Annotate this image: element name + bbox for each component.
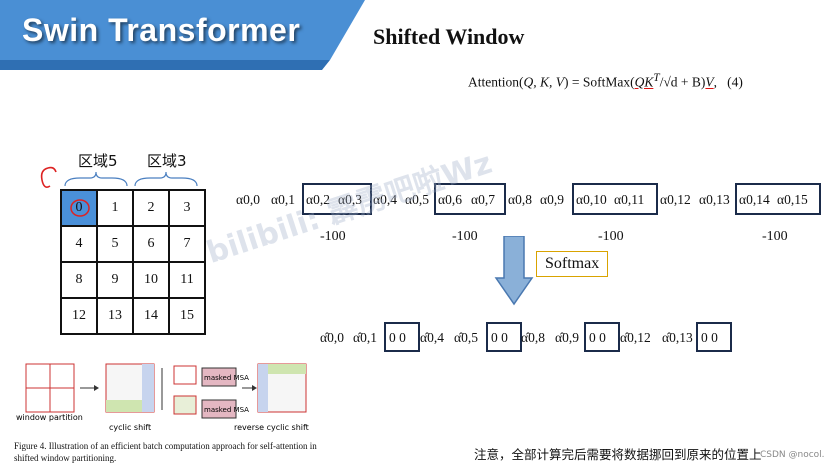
softmax-box: Softmax <box>536 251 609 277</box>
grid-cell: 7 <box>168 225 206 263</box>
alpha-0-15: α0,15 <box>777 192 808 207</box>
alpha-hat-0-5: α̂0,5 <box>454 330 478 345</box>
alpha-0-10: α0,10 <box>576 192 607 207</box>
grid-cell: 6 <box>132 225 170 263</box>
figure-label: window partition <box>16 413 83 422</box>
title-banner <box>0 0 365 70</box>
figure-label: reverse cyclic shift <box>234 423 309 432</box>
alpha-0-3: α0,3 <box>338 192 362 207</box>
alpha-0-14: α0,14 <box>739 192 770 207</box>
alpha-0-5: α0,5 <box>405 192 429 207</box>
alpha-hat-0-8: α̂0,8 <box>521 330 545 345</box>
down-arrow-icon <box>494 236 534 306</box>
masked-window-box <box>434 183 506 215</box>
grid-cell: 13 <box>96 297 134 335</box>
alpha-0-9: α0,9 <box>540 192 564 207</box>
zero-pair: 0 0 <box>491 330 508 345</box>
grid-cell: 4 <box>60 225 98 263</box>
penalty-value: -100 <box>452 229 478 244</box>
alpha-hat-0-12: α̂0,12 <box>620 330 651 345</box>
note-text: 注意，全部计算完后需要将数据挪回到原来的位置上 <box>474 447 762 462</box>
zero-box <box>486 322 522 352</box>
grid-cell: 11 <box>168 261 206 299</box>
token-grid: 0 1 2 3 4 5 6 7 8 9 10 11 12 13 14 15 <box>60 189 206 335</box>
alpha-0-7: α0,7 <box>471 192 495 207</box>
zero-box <box>696 322 732 352</box>
corner-watermark: CSDN @nocol. <box>760 450 825 460</box>
grid-cell: 2 <box>132 189 170 227</box>
zero-pair: 0 0 <box>589 330 606 345</box>
alpha-0-11: α0,11 <box>614 192 645 207</box>
alpha-0-6: α0,6 <box>438 192 462 207</box>
masked-window-box <box>735 183 821 215</box>
zero-pair: 0 0 <box>701 330 718 345</box>
figure-label: cyclic shift <box>109 423 151 432</box>
zero-pair: 0 0 <box>389 330 406 345</box>
alpha-0-1: α0,1 <box>271 192 295 207</box>
zero-box <box>584 322 620 352</box>
alpha-0-2: α0,2 <box>306 192 330 207</box>
red-annotation <box>40 166 57 188</box>
grid-cell: 5 <box>96 225 134 263</box>
shifted-window-figure: window partition cyclic shift masked MSA… <box>16 363 309 432</box>
grid-cell: 9 <box>96 261 134 299</box>
red-circle-annotation <box>70 199 90 217</box>
region-braces <box>64 171 198 187</box>
penalty-value: -100 <box>762 229 788 244</box>
grid-cell: 12 <box>60 297 98 335</box>
grid-cell: 14 <box>132 297 170 335</box>
figure-label: masked MSA <box>204 374 249 382</box>
alpha-0-4: α0,4 <box>373 192 397 207</box>
alpha-0-13: α0,13 <box>699 192 730 207</box>
zero-box <box>384 322 420 352</box>
slide-subtitle: Shifted Window <box>373 24 525 49</box>
masked-window-box <box>302 183 372 215</box>
attention-formula: Attention(Q, K, V) = SoftMax(QKT/√d + B)… <box>468 72 743 90</box>
alpha-hat-0-9: α̂0,9 <box>555 330 579 345</box>
penalty-value: -100 <box>320 229 346 244</box>
alpha-0-8: α0,8 <box>508 192 532 207</box>
grid-cell: 1 <box>96 189 134 227</box>
figure-caption: Figure 4. Illustration of an efficient b… <box>14 441 317 463</box>
alpha-0-12: α0,12 <box>660 192 691 207</box>
grid-cell: 10 <box>132 261 170 299</box>
alpha-hat-0-0: α̂0,0 <box>320 330 344 345</box>
alpha-hat-0-4: α̂0,4 <box>420 330 444 345</box>
region-3-label: 区域3 <box>147 152 187 170</box>
region-5-label: 区域5 <box>78 152 118 170</box>
figure-label: masked MSA <box>204 406 249 414</box>
slide-title: Swin Transformer <box>22 12 301 48</box>
grid-cell: 15 <box>168 297 206 335</box>
alpha-hat-0-13: α̂0,13 <box>662 330 693 345</box>
grid-cell: 0 <box>60 189 98 227</box>
masked-window-box <box>572 183 658 215</box>
alpha-hat-0-1: α̂0,1 <box>353 330 377 345</box>
grid-cell: 3 <box>168 189 206 227</box>
penalty-value: -100 <box>598 229 624 244</box>
alpha-0-0: α0,0 <box>236 192 260 207</box>
grid-cell: 8 <box>60 261 98 299</box>
